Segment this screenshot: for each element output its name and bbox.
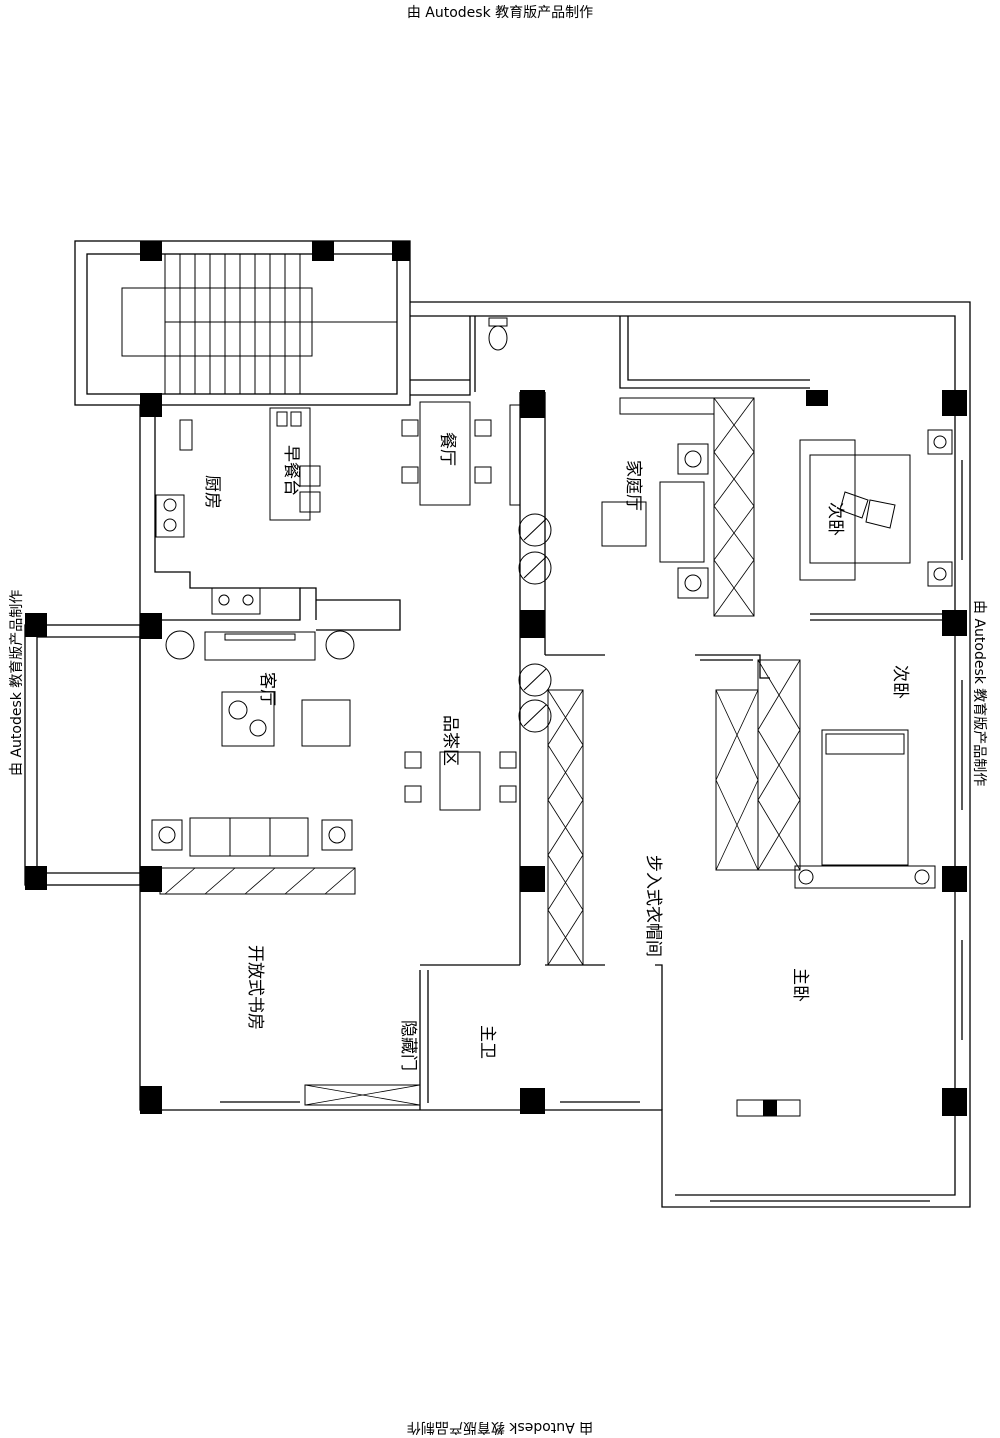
label-master-bedroom: 主卧 (790, 968, 810, 1002)
outer-walls (24, 240, 971, 1208)
label-walk-in-closet: 步入式衣帽间 (643, 855, 663, 957)
label-breakfast-bar: 早餐台 (281, 445, 301, 496)
label-secondary-bedroom: 次卧 (890, 665, 910, 699)
label-open-study: 开放式书房 (245, 945, 265, 1030)
label-family-room: 家庭厅 (623, 460, 643, 511)
label-hidden-door: 隐藏门 (398, 1020, 418, 1071)
watermark-top: 由 Autodesk 教育版产品制作 (406, 5, 594, 21)
label-dining-room: 餐厅 (437, 432, 457, 466)
room-labels: 厨房 早餐台 餐厅 家庭厅 次卧 次卧 客厅 品茶区 步入式衣帽间 主卧 开放式… (202, 432, 910, 1071)
stairs (121, 254, 397, 394)
label-master-bathroom: 主卫 (477, 1025, 497, 1059)
label-living-room: 客厅 (257, 672, 277, 706)
furniture (151, 317, 953, 1117)
cabinet-hatching (164, 397, 801, 1106)
label-kitchen: 厨房 (202, 475, 222, 509)
interior-walls (154, 316, 955, 1110)
label-tea-area: 品茶区 (440, 715, 460, 766)
columns (25, 241, 967, 1116)
label-secondary-bedroom-top: 次卧 (825, 502, 845, 536)
